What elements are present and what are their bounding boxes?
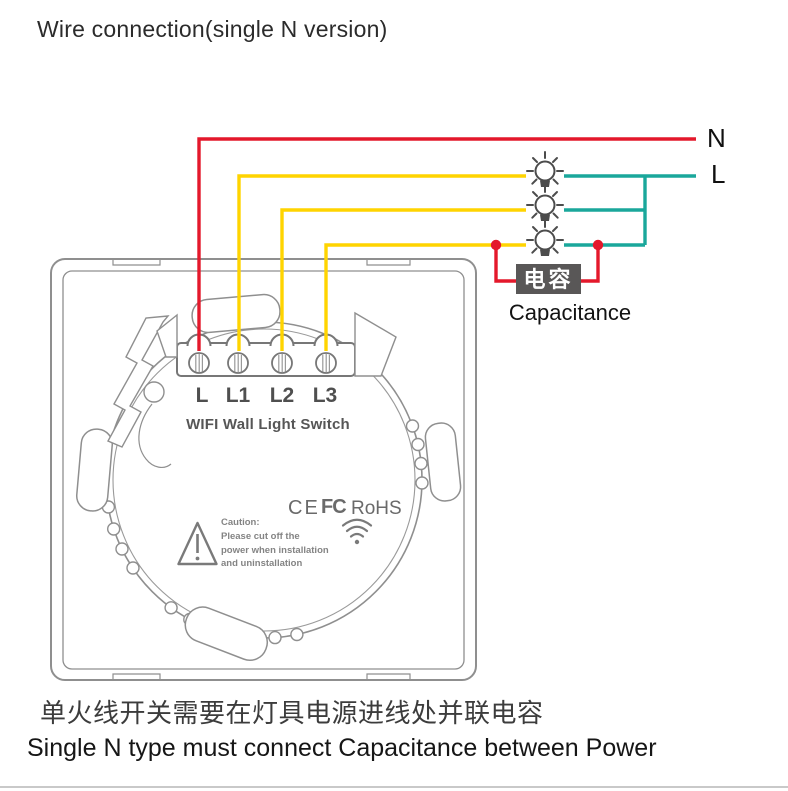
lamp-symbols: [526, 151, 564, 256]
junction-dot-icon: [490, 239, 502, 251]
junction-dot-icon: [592, 239, 604, 251]
plate-curl: [138, 403, 172, 469]
capacitor-caption: Capacitance: [508, 300, 632, 325]
mount-hole: [143, 381, 165, 403]
terminal-label-l2: L2: [269, 384, 295, 407]
bulb-icon: [526, 185, 564, 221]
capacitor-box: 电容: [516, 264, 581, 294]
bulb-icon: [526, 220, 564, 256]
bracket-cutout: [107, 315, 170, 448]
wire-neutral-n: [197, 137, 696, 351]
bumper-pads: [75, 293, 462, 662]
caution-line: Please cut off the: [221, 530, 300, 542]
live-wire-label: L: [711, 159, 726, 189]
screw-slots: [195, 354, 330, 373]
footer-note-cn: 单火线开关需要在灯具电源进线处并联电容: [40, 698, 544, 728]
terminal-label-l3: L3: [312, 384, 338, 407]
wire-load-l2: [280, 208, 526, 351]
wire-load-l3: [324, 243, 526, 351]
wall-switch-back-panel: [50, 258, 477, 681]
capacitor-lead-left: [494, 246, 516, 283]
terminal-wing-left: [156, 313, 178, 358]
page-title: Wire connection(single N version): [37, 16, 388, 42]
inner-plate: [62, 270, 465, 670]
footer-note-en: Single N type must connect Capacitance b…: [27, 734, 657, 762]
terminal-label-l: L: [195, 384, 209, 407]
fcc-mark: FC: [321, 496, 347, 518]
caution-line: power when installation: [221, 544, 329, 556]
product-name: WIFI Wall Light Switch: [186, 416, 350, 433]
neutral-wire-label: N: [707, 123, 726, 153]
wires: [197, 137, 696, 351]
caution-line: Caution:: [221, 517, 260, 528]
caution-line: and uninstallation: [221, 558, 303, 570]
rohs-mark: RoHS: [351, 498, 402, 519]
bottom-divider: [0, 786, 788, 788]
wifi-icon: [341, 518, 373, 545]
wire-load-l1: [237, 174, 526, 351]
terminal-label-l1: L1: [225, 384, 251, 407]
plate-tabs: [112, 260, 411, 679]
terminal-wing-right: [354, 311, 397, 377]
bulb-icon: [526, 151, 564, 187]
warning-icon: [177, 521, 218, 566]
caution-text: Caution: Please cut off the power when i…: [221, 516, 341, 571]
capacitor-lead-right: [581, 246, 600, 283]
ce-mark: CE: [288, 497, 320, 519]
outer-plate: [50, 258, 477, 681]
